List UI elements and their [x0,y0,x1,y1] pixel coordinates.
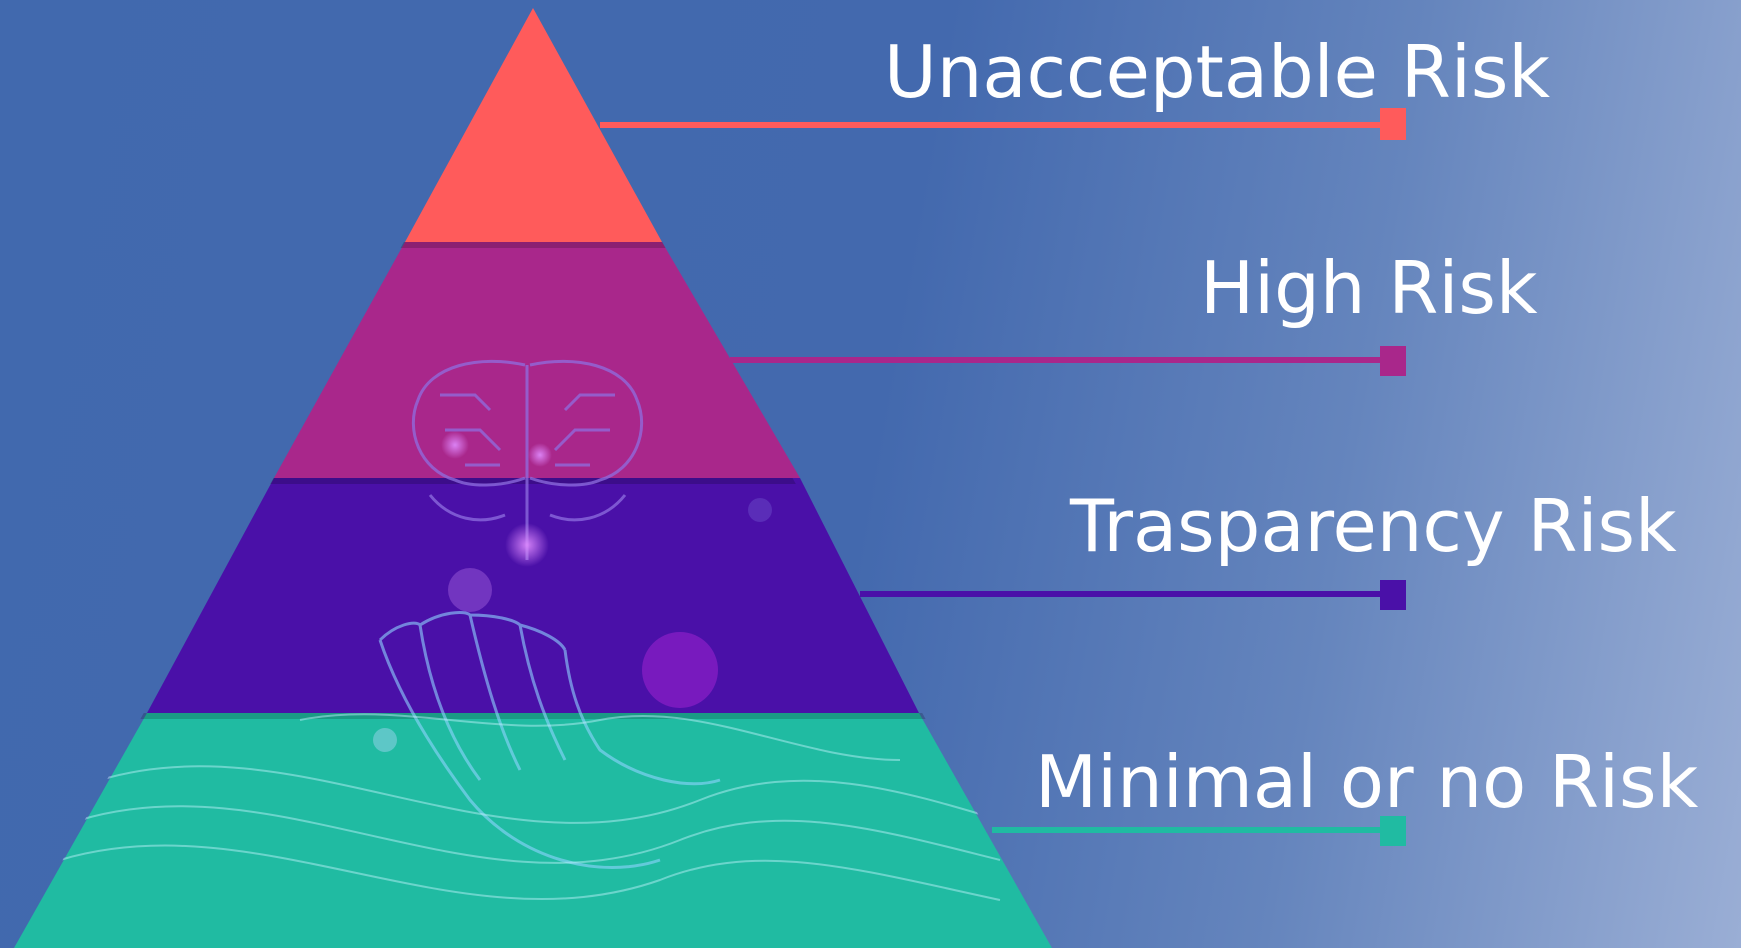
tier-unacceptable-risk [405,8,662,242]
tier-high-risk [274,242,800,478]
label-minimal-risk: Minimal or no Risk [1035,740,1699,824]
wave-lines [59,713,1001,901]
connector-unacceptable-risk [600,108,1406,140]
glow-dots [373,431,772,752]
connector-transparency-risk [860,580,1406,610]
pyramid [14,8,1052,948]
tier-minimal-risk [14,713,1052,948]
connector-high-risk [730,346,1406,376]
label-transparency-risk: Trasparency Risk [1070,484,1677,568]
circuit-brain-icon [411,359,644,560]
tier-transparency-risk [147,478,919,713]
label-unacceptable-risk: Unacceptable Risk [884,30,1551,114]
label-high-risk: High Risk [1200,246,1538,330]
connector-minimal-risk [992,816,1406,846]
connectors [600,108,1406,846]
digital-hand-icon [378,611,721,869]
